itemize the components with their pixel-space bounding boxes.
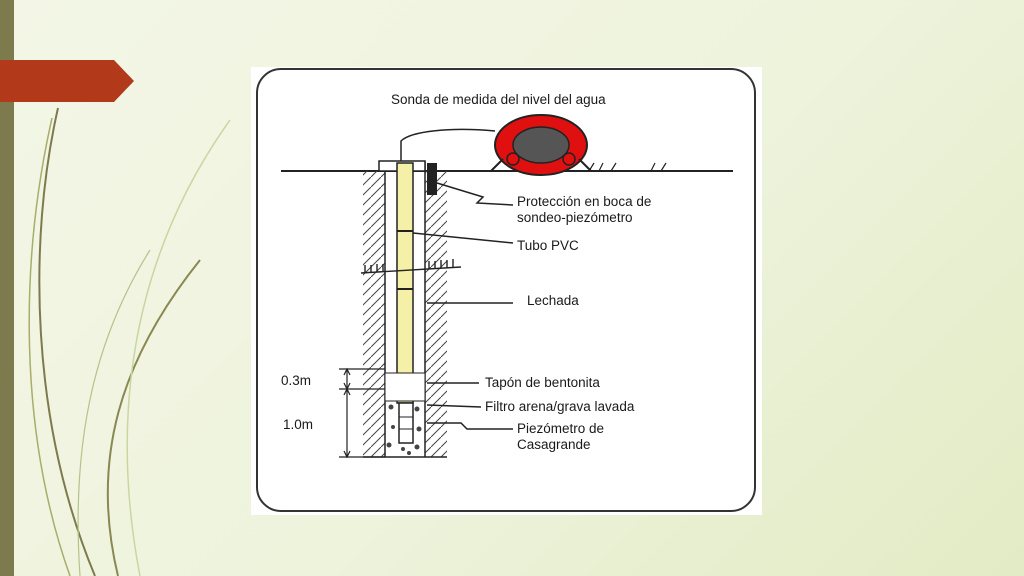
leader-lines (412, 182, 514, 430)
label-grout: Lechada (527, 293, 579, 308)
probe-cable (400, 128, 496, 163)
label-filter: Filtro arena/grava lavada (485, 399, 635, 414)
slide-accent-bar (0, 0, 14, 576)
label-pvc-pipe: Tubo PVC (517, 238, 579, 253)
casagrande-tip (398, 402, 414, 444)
dimension-lines (339, 367, 385, 459)
water-level-marks (360, 259, 462, 274)
label-piezometer-2: Casagrande (517, 437, 591, 452)
label-bentonite: Tapón de bentonita (485, 375, 600, 390)
diagram-title: Sonda de medida del nivel del agua (391, 92, 606, 107)
piezometer-diagram: Sonda de medida del nivel del agua (251, 67, 762, 515)
ground-tufts (588, 162, 667, 172)
probe-reel-icon (490, 114, 592, 176)
borehole-wall-left (363, 171, 385, 457)
label-protection-1: Protección en boca de (517, 194, 651, 209)
bentonite-plug (384, 372, 426, 402)
borehole-wall-right (425, 171, 447, 457)
dimension-top: 0.3m (281, 373, 311, 388)
dimension-bottom: 1.0m (283, 417, 313, 432)
label-piezometer-1: Piezómetro de (517, 421, 604, 436)
label-protection-2: sondeo-piezómetro (517, 210, 633, 225)
title-arrow-tab (0, 60, 134, 102)
pvc-pipe (396, 162, 414, 404)
protection-block (427, 163, 437, 195)
decorative-lines (28, 107, 231, 576)
